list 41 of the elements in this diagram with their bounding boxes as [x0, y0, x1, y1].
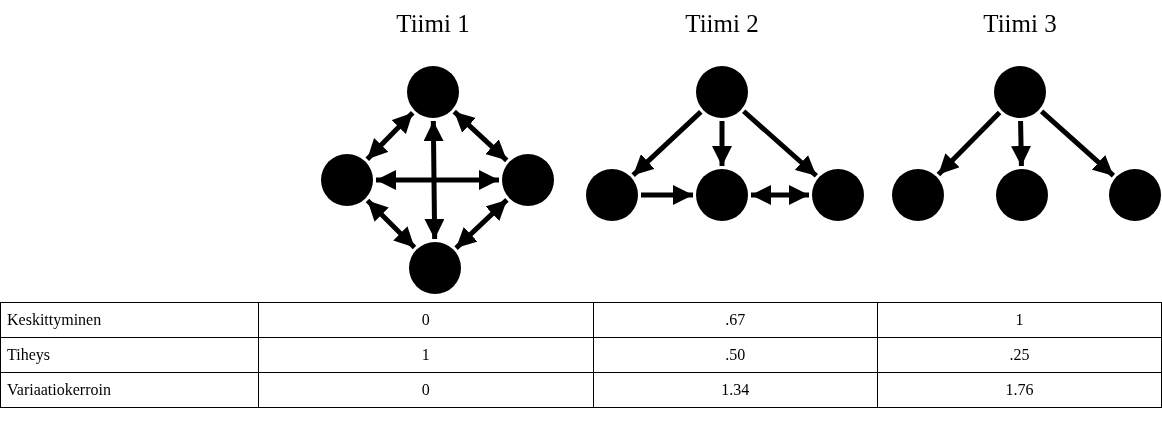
- arrow: [365, 198, 417, 250]
- arrow: [712, 121, 732, 166]
- network-node: [994, 66, 1046, 118]
- table-cell: 0: [258, 302, 593, 338]
- network-node: [892, 169, 944, 221]
- arrow: [631, 110, 703, 177]
- table-cell: 1: [877, 302, 1162, 338]
- arrow: [365, 111, 415, 161]
- arrow: [376, 170, 499, 190]
- table-cell: 1.34: [593, 372, 878, 408]
- table-cell: 1: [258, 337, 593, 373]
- table-cell: .50: [593, 337, 878, 373]
- row-header: Tiheys: [0, 337, 259, 373]
- network-node: [502, 154, 554, 206]
- table-cell: .67: [593, 302, 878, 338]
- arrow: [936, 110, 1002, 177]
- row-header: Keskittyminen: [0, 302, 259, 338]
- team-heading: Tiimi 3: [983, 10, 1057, 38]
- network-node: [407, 66, 459, 118]
- table-cell: 1.76: [877, 372, 1162, 408]
- network-node: [696, 169, 748, 221]
- arrow: [1011, 120, 1032, 167]
- network-node: [1109, 169, 1161, 221]
- arrow: [742, 109, 818, 178]
- network-node: [812, 169, 864, 221]
- table-cell: .25: [877, 337, 1162, 373]
- table-cell: 0: [258, 372, 593, 408]
- network-node: [996, 169, 1048, 221]
- arrow: [641, 185, 693, 205]
- team-heading: Tiimi 1: [396, 10, 470, 38]
- arrow: [452, 109, 509, 163]
- network-node: [696, 66, 748, 118]
- row-header: Variaatiokerroin: [0, 372, 259, 408]
- team-heading: Tiimi 2: [685, 10, 759, 38]
- network-node: [321, 154, 373, 206]
- arrow: [751, 185, 809, 205]
- arrow: [423, 120, 445, 240]
- arrow: [454, 198, 509, 250]
- arrow: [1039, 109, 1116, 178]
- network-node: [409, 242, 461, 294]
- network-node: [586, 169, 638, 221]
